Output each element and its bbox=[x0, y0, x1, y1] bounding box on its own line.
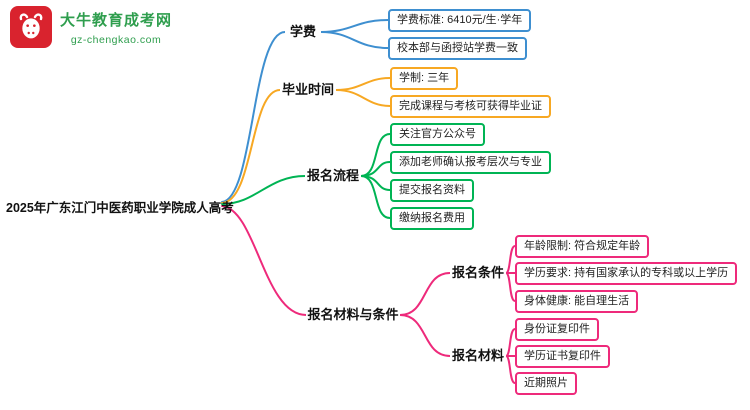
link-conditions-age bbox=[505, 245, 516, 274]
link-tuition-same bbox=[320, 31, 389, 49]
leaf-health: 身体健康: 能自理生活 bbox=[515, 290, 639, 313]
leaf-tuition-standard: 学费标准: 6410元/生·学年 bbox=[388, 9, 532, 32]
sub-label-conditions: 报名条件 bbox=[450, 264, 506, 282]
link-materials-id bbox=[505, 328, 516, 357]
link-materials-conditions bbox=[399, 272, 451, 316]
link-graduation-duration bbox=[335, 77, 391, 91]
link-process-pay bbox=[360, 175, 391, 219]
link-process-teacher bbox=[360, 161, 391, 177]
branch-label-materials-conditions: 报名材料与条件 bbox=[306, 306, 400, 324]
branch-label-tuition: 学费 bbox=[285, 23, 321, 41]
link-graduation-cert bbox=[335, 89, 391, 107]
link-root-graduation bbox=[221, 89, 281, 204]
leaf-education-requirement: 学历要求: 持有国家承认的专科或以上学历 bbox=[515, 262, 738, 285]
leaf-id-copy: 身份证复印件 bbox=[515, 318, 599, 341]
leaf-diploma-copy: 学历证书复印件 bbox=[515, 345, 610, 368]
link-root-materials bbox=[221, 205, 307, 316]
leaf-tuition-same: 校本部与函授站学费一致 bbox=[388, 37, 527, 60]
logo-subtitle: gz-chengkao.com bbox=[70, 34, 162, 46]
link-tuition-standard bbox=[320, 19, 389, 33]
leaf-study-duration: 学制: 三年 bbox=[390, 67, 459, 90]
bull-icon bbox=[10, 6, 52, 48]
leaf-pay-fee: 缴纳报名费用 bbox=[390, 207, 474, 230]
link-conditions-health bbox=[505, 272, 516, 302]
leaf-submit-info: 提交报名资料 bbox=[390, 179, 474, 202]
link-materials-photo bbox=[505, 355, 516, 384]
link-materials-materials bbox=[399, 314, 451, 357]
branch-label-graduation: 毕业时间 bbox=[280, 81, 336, 99]
link-root-tuition bbox=[221, 31, 286, 203]
link-root-process bbox=[221, 175, 306, 205]
root-topic: 2025年广东江门中医药职业学院成人高考 bbox=[6, 201, 234, 215]
leaf-graduation-cert: 完成课程与考核可获得毕业证 bbox=[390, 95, 551, 118]
leaf-age-limit: 年龄限制: 符合规定年龄 bbox=[515, 235, 650, 258]
leaf-add-teacher: 添加老师确认报考层次与专业 bbox=[390, 151, 551, 174]
leaf-recent-photo: 近期照片 bbox=[515, 372, 577, 395]
sub-label-materials: 报名材料 bbox=[450, 347, 506, 365]
logo-title: 大牛教育成考网 bbox=[60, 12, 173, 29]
link-process-submit bbox=[360, 175, 391, 191]
leaf-follow-wechat: 关注官方公众号 bbox=[390, 123, 485, 146]
site-logo: 大牛教育成考网 gz-chengkao.com bbox=[10, 6, 172, 48]
logo-text: 大牛教育成考网 gz-chengkao.com bbox=[60, 6, 172, 46]
branch-label-process: 报名流程 bbox=[305, 167, 361, 185]
